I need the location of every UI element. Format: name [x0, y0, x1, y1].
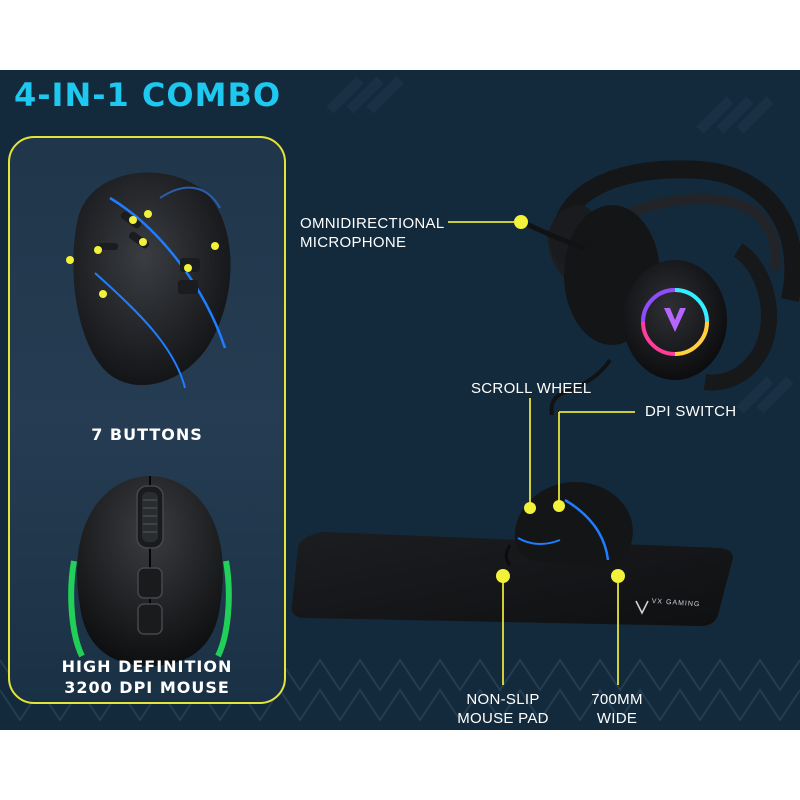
microphone-callout-line2: MICROPHONE [300, 234, 407, 251]
product-banner: 4-IN-1 COMBO [0, 70, 800, 730]
width-callout-line2: WIDE [596, 710, 638, 727]
width-callout-line1: 700MM [591, 691, 643, 708]
mouse-side-image [66, 172, 231, 389]
feature-panel: 7 BUTTONS HIGH DEFINITION [8, 136, 286, 704]
dpi-label: HIGH DEFINITION 3200 DPI MOUSE [10, 656, 284, 698]
product-scene [291, 160, 800, 685]
mouse-pad-callout-line1: NON-SLIP [466, 691, 540, 708]
dpi-switch-callout: DPI SWITCH [645, 403, 737, 420]
callout-dots [496, 215, 625, 583]
mouse-image [504, 482, 633, 567]
page-title: 4-IN-1 COMBO [14, 76, 282, 114]
background-pattern [0, 76, 800, 722]
button-marker-dots [66, 210, 219, 298]
scroll-wheel-callout: SCROLL WHEEL [471, 380, 592, 397]
microphone-callout-line1: OMNIDIRECTIONAL [300, 215, 445, 232]
microphone-callout: OMNIDIRECTIONAL MICROPHONE [300, 214, 445, 252]
mouse-pad-callout: NON-SLIP MOUSE PAD [452, 690, 554, 728]
dpi-label-line2: 3200 DPI MOUSE [64, 678, 230, 697]
mouse-pad-image [291, 532, 733, 626]
mousepad-logo-icon [635, 600, 649, 615]
mouse-top-image [68, 476, 232, 666]
callout-lines [448, 221, 635, 685]
buttons-label: 7 BUTTONS [91, 425, 203, 444]
mouse-pad-callout-line2: MOUSE PAD [457, 710, 549, 727]
width-callout: 700MM WIDE [574, 690, 660, 728]
headset-image [520, 160, 800, 416]
dpi-label-line1: HIGH DEFINITION [61, 657, 233, 676]
